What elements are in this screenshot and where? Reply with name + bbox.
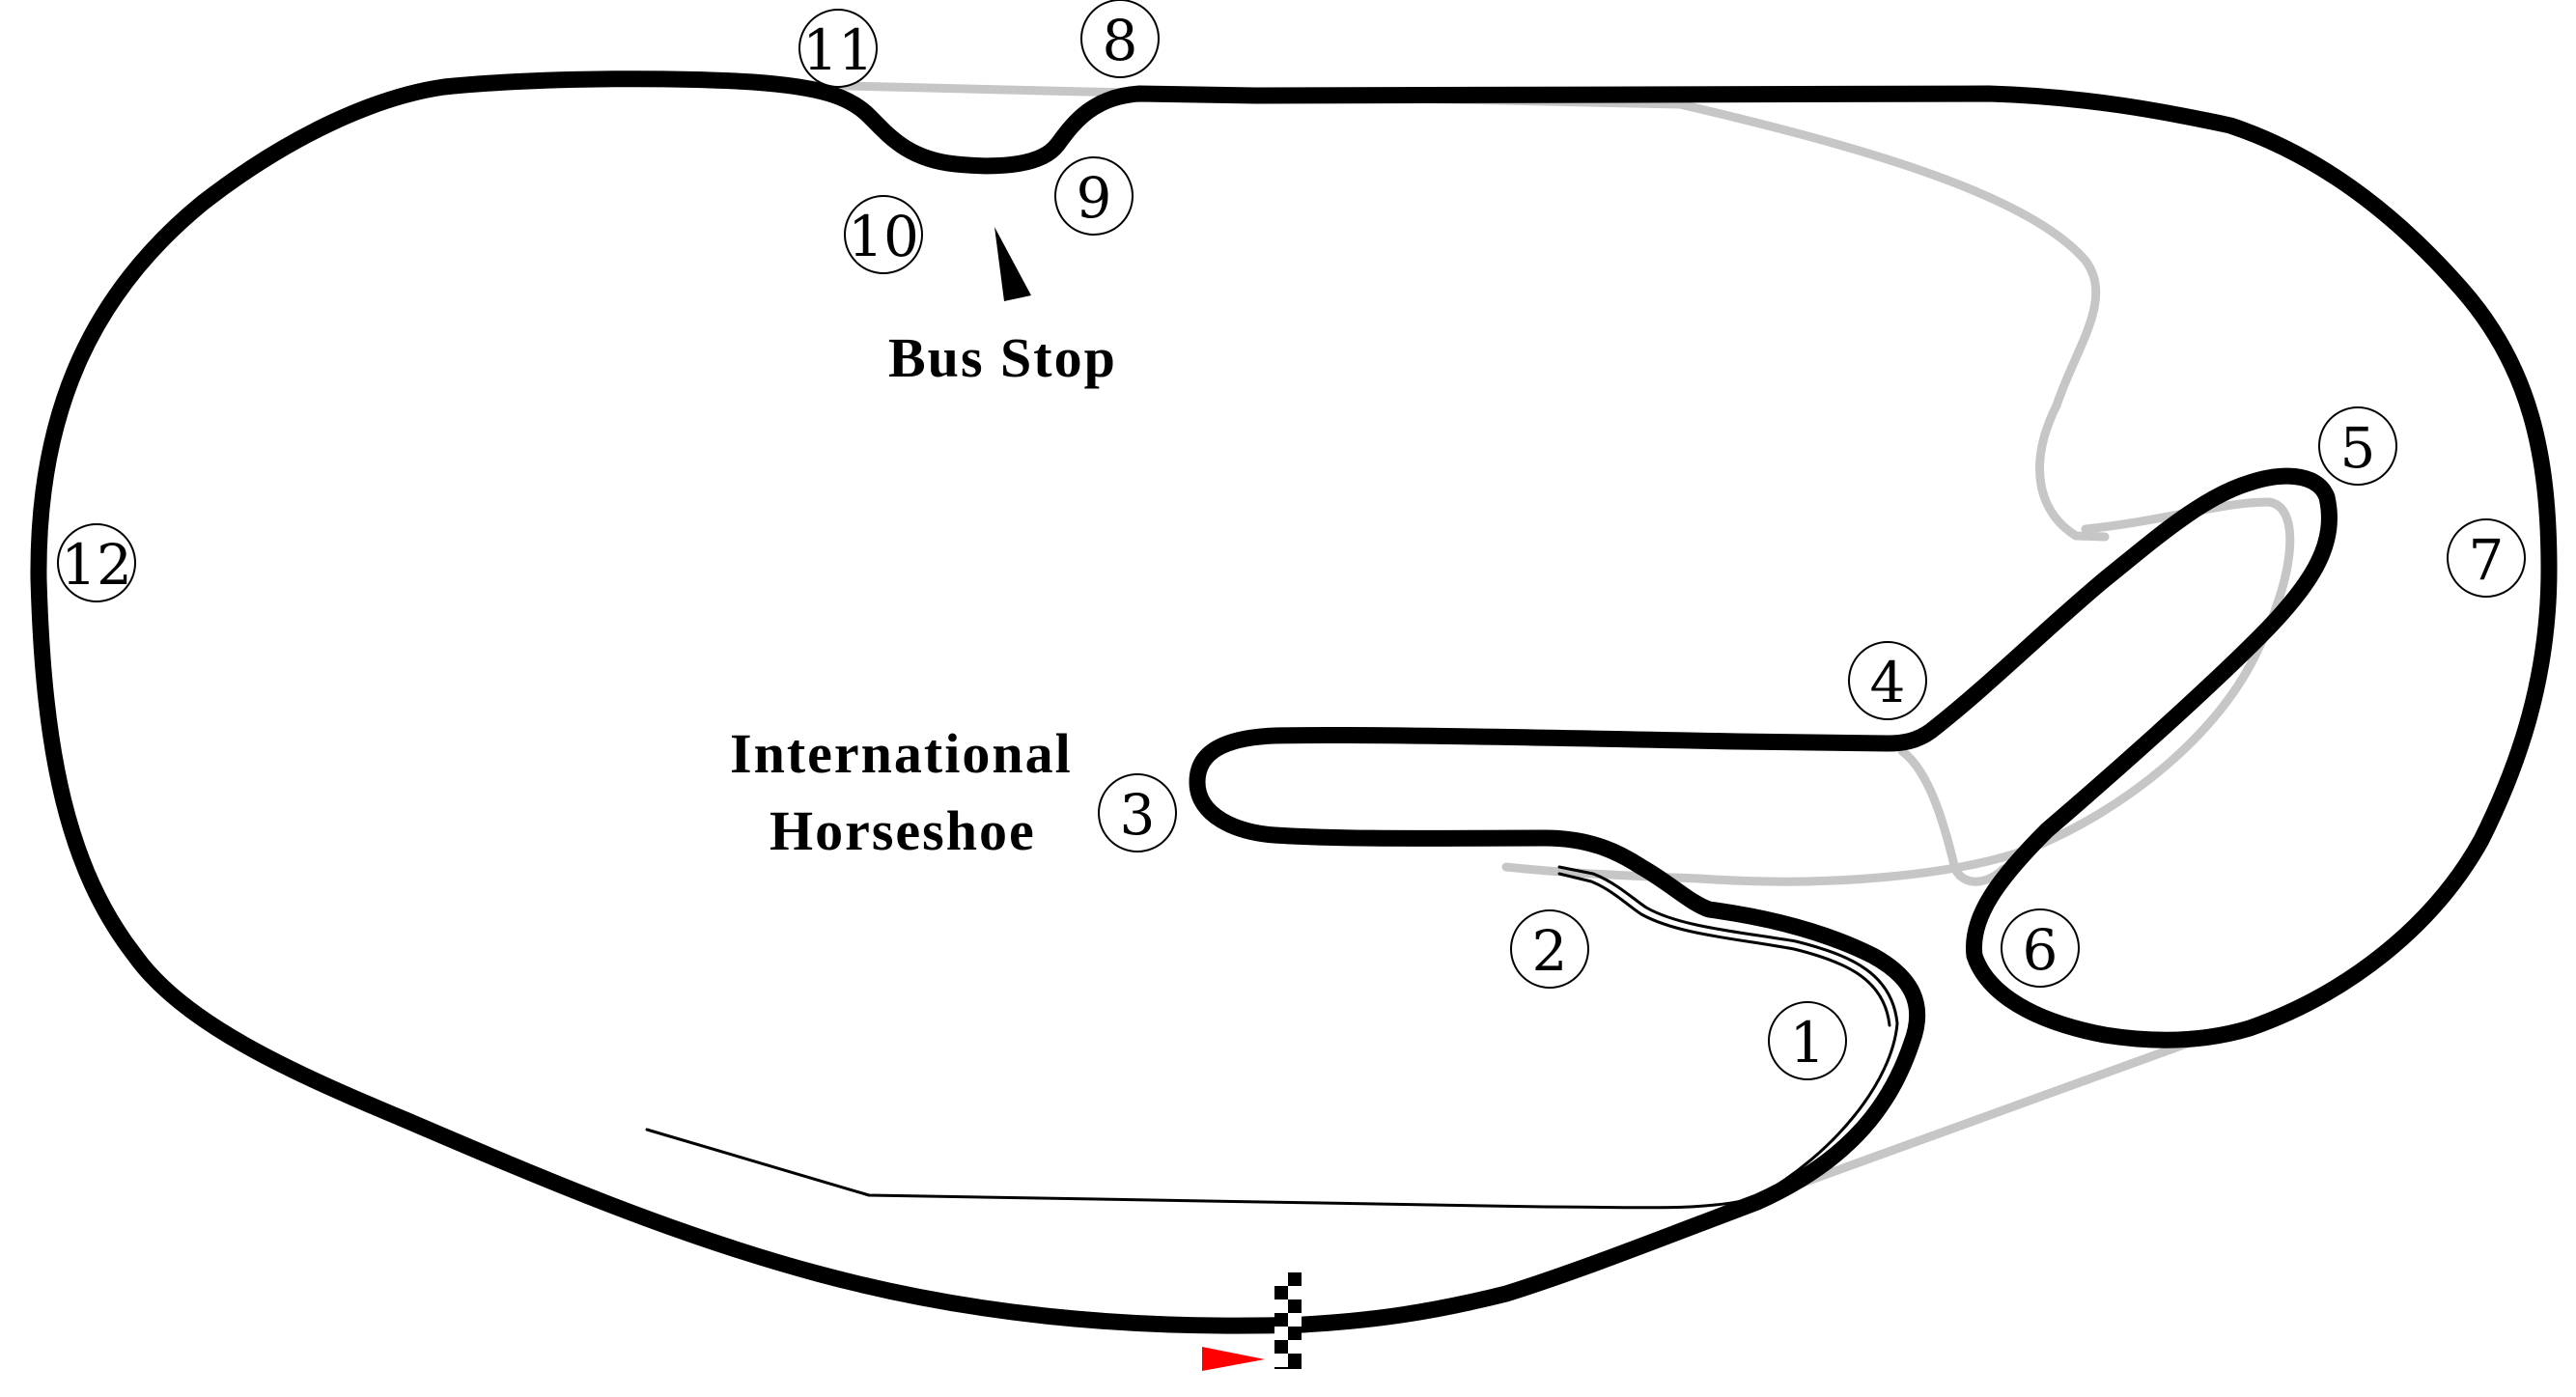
international-horseshoe-label-line2: Horseshoe bbox=[770, 799, 1036, 862]
alternate-infield-link bbox=[1501, 497, 2295, 886]
turn-number: 10 bbox=[848, 204, 919, 269]
turn-marker-8: 8 bbox=[1080, 0, 1160, 78]
turn-number: 5 bbox=[2340, 415, 2376, 481]
turn-marker-1: 1 bbox=[1768, 1001, 1847, 1080]
bus-stop-pointer-icon bbox=[994, 227, 1031, 301]
turn-number: 4 bbox=[1870, 650, 1906, 715]
turn-marker-12: 12 bbox=[57, 523, 136, 602]
turn-marker-11: 11 bbox=[798, 9, 878, 88]
turn-marker-3: 3 bbox=[1098, 773, 1177, 852]
inner-apron-line bbox=[645, 865, 1899, 1210]
turn-number: 1 bbox=[1790, 1010, 1826, 1076]
turn-number: 11 bbox=[802, 17, 874, 83]
turn-number: 6 bbox=[2023, 917, 2058, 983]
turn-number: 7 bbox=[2469, 527, 2505, 593]
turn-marker-10: 10 bbox=[844, 195, 923, 274]
turn-marker-6: 6 bbox=[2001, 908, 2080, 988]
bus-stop-label: Bus Stop bbox=[888, 326, 1117, 389]
turn-number: 9 bbox=[1077, 165, 1112, 231]
turn-marker-2: 2 bbox=[1510, 909, 1589, 989]
turn-marker-4: 4 bbox=[1848, 641, 1927, 720]
alternate-road-course-north bbox=[768, 79, 2110, 542]
turn-number: 8 bbox=[1103, 8, 1138, 73]
inner-apron-line-2 bbox=[1557, 872, 1891, 1027]
turn-marker-7: 7 bbox=[2447, 518, 2526, 598]
turn-number: 3 bbox=[1120, 782, 1156, 848]
turn-number: 12 bbox=[61, 532, 132, 598]
international-horseshoe-label-line1: International bbox=[730, 722, 1073, 785]
start-finish-checkered-flag-icon bbox=[1274, 1272, 1302, 1369]
start-direction-arrow-icon bbox=[1202, 1347, 1265, 1371]
alternate-infield-connector bbox=[1897, 746, 2008, 886]
turn-number: 2 bbox=[1532, 918, 1568, 984]
turn-marker-5: 5 bbox=[2318, 406, 2397, 486]
turn-marker-9: 9 bbox=[1054, 156, 1134, 236]
main-circuit bbox=[30, 70, 2558, 1334]
